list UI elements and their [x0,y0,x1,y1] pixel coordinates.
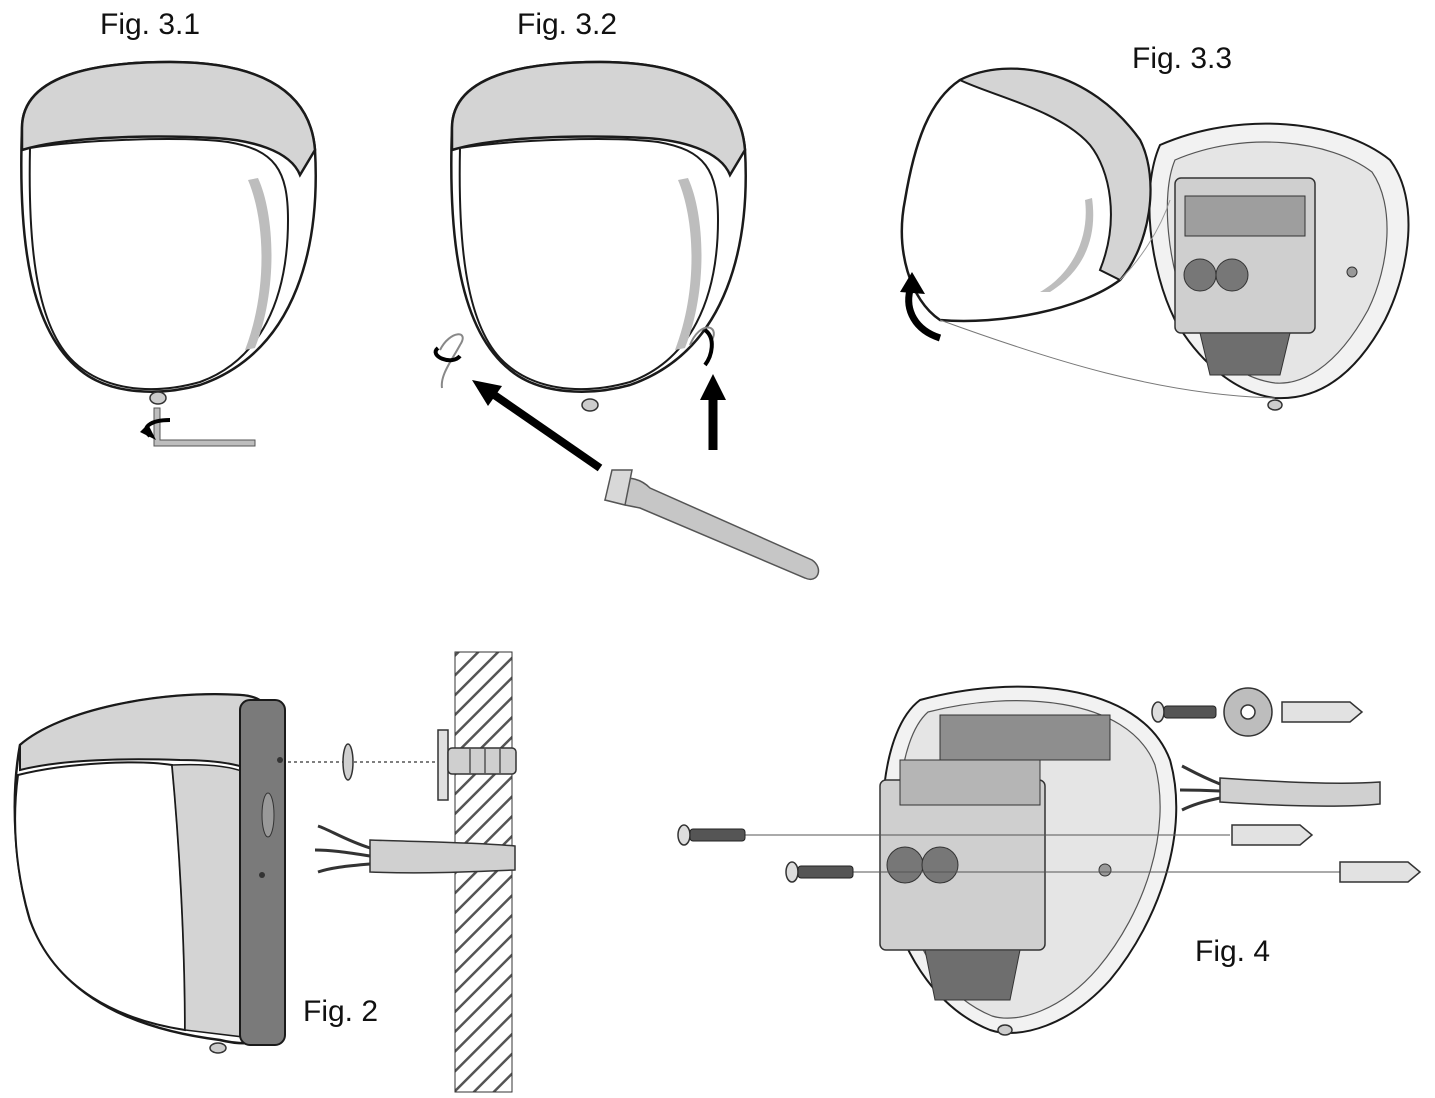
hex-key-icon [603,469,820,581]
fig-4-detector [677,685,1422,1036]
wall-plug-icon [1231,701,1422,883]
wall-plug-icon [447,747,517,775]
cable-icon [314,824,516,874]
rotate-arrow-icon [472,374,726,472]
fig-3-3-label: Fig. 3.3 [1132,42,1233,75]
cable-icon [1179,764,1381,812]
screw-icon [677,701,1217,883]
fig-2-label: Fig. 2 [303,995,379,1028]
fig-3-1-detector [20,60,317,447]
washer-icon [342,743,354,781]
fig-3-2-detector [433,60,820,581]
fig-3-1-label: Fig. 3.1 [100,8,201,41]
fig-2-detector [13,651,517,1093]
fig-3-3-detector [900,67,1410,411]
fig-3-2-label: Fig. 3.2 [517,8,618,41]
fig-4-label: Fig. 4 [1195,935,1271,968]
